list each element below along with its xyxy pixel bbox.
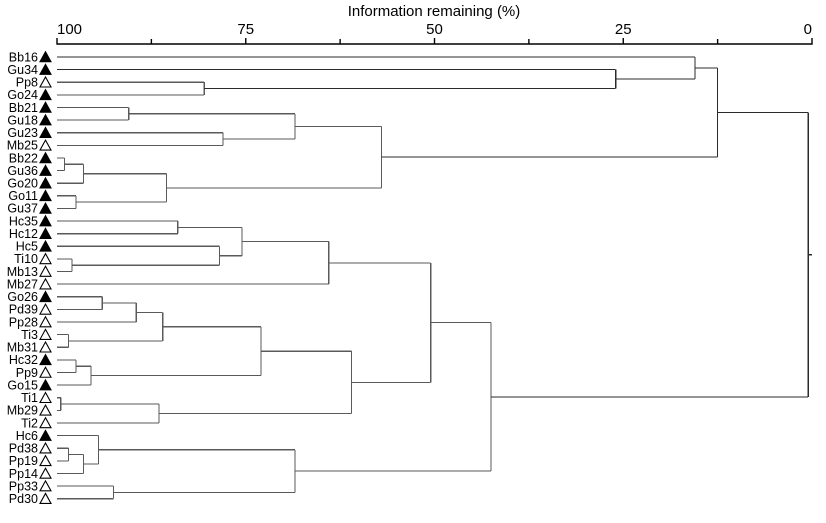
leaf-label: Ti10 <box>14 252 38 266</box>
filled-triangle-icon <box>39 151 52 164</box>
leaf-label: Gu37 <box>7 202 38 216</box>
axis-tick-label: 100 <box>57 21 82 38</box>
filled-triangle-icon <box>39 101 52 113</box>
filled-triangle-icon <box>39 126 52 139</box>
filled-triangle-icon <box>39 176 52 189</box>
open-triangle-icon <box>39 441 52 454</box>
leaf-label: Go20 <box>7 177 38 191</box>
dendrogram-links <box>57 56 812 500</box>
open-triangle-icon <box>39 340 52 353</box>
leaf-label: Pd38 <box>9 442 38 456</box>
filled-triangle-icon <box>39 88 52 101</box>
leaf-label: Mb13 <box>7 265 38 279</box>
open-triangle-icon <box>39 454 52 467</box>
filled-triangle-icon <box>39 378 52 391</box>
leaf-label: Gu36 <box>7 164 38 178</box>
open-triangle-icon <box>39 303 52 315</box>
leaf-label: Hc12 <box>9 227 38 241</box>
filled-triangle-icon <box>39 214 52 227</box>
leaf-label: Pp28 <box>9 315 38 329</box>
open-triangle-icon <box>39 479 52 492</box>
leaf-label: Mb25 <box>7 139 38 153</box>
axis-line-group <box>56 38 813 45</box>
axis-tick-label: 25 <box>615 21 632 38</box>
leaf-markers <box>39 50 52 505</box>
leaf-label: Pp19 <box>9 454 38 468</box>
leaf-label: Gu18 <box>7 113 38 127</box>
leaf-label: Ti3 <box>21 328 38 342</box>
leaf-label: Hc5 <box>16 240 38 254</box>
leaf-label: Gu34 <box>7 63 38 77</box>
leaf-label: Go15 <box>7 378 38 392</box>
leaf-label: Pp9 <box>16 366 38 380</box>
leaf-label: Gu23 <box>7 126 38 140</box>
open-triangle-icon <box>39 315 52 328</box>
leaf-label: Hc35 <box>9 214 38 228</box>
axis-tick-label: 75 <box>237 21 254 38</box>
filled-triangle-icon <box>39 353 52 366</box>
leaf-label: Mb27 <box>7 277 38 291</box>
filled-triangle-icon <box>39 50 52 63</box>
leaf-label: Go26 <box>7 290 38 304</box>
leaf-label: Mb29 <box>7 404 38 418</box>
axis-tick-label: 50 <box>426 21 443 38</box>
filled-triangle-icon <box>39 63 52 75</box>
open-triangle-icon <box>39 138 52 151</box>
filled-triangle-icon <box>39 227 52 239</box>
filled-triangle-icon <box>39 202 52 214</box>
leaf-label: Go24 <box>7 88 38 102</box>
leaf-label: Bb21 <box>9 101 38 115</box>
leaf-label: Ti1 <box>21 391 38 405</box>
leaf-label: Pp8 <box>16 76 38 90</box>
axis-tick-labels: 100 75 50 25 0 <box>57 21 812 38</box>
axis-tick-label: 0 <box>804 21 812 38</box>
filled-triangle-icon <box>39 164 52 176</box>
leaf-label: Go11 <box>8 189 38 203</box>
filled-triangle-icon <box>39 429 52 441</box>
filled-triangle-icon <box>39 290 52 303</box>
filled-triangle-icon <box>39 239 52 252</box>
leaf-label: Hc32 <box>9 353 38 367</box>
leaf-label: Bb16 <box>9 50 38 64</box>
open-triangle-icon <box>39 265 52 277</box>
leaf-labels: Bb16Gu34Pp8Go24Bb21Gu18Gu23Mb25Bb22Gu36G… <box>7 50 38 506</box>
open-triangle-icon <box>39 492 52 505</box>
open-triangle-icon <box>39 391 52 404</box>
leaf-label: Pd30 <box>9 492 38 506</box>
leaf-label: Hc6 <box>16 429 38 443</box>
leaf-label: Ti2 <box>21 416 38 430</box>
filled-triangle-icon <box>39 113 52 126</box>
leaf-label: Pd39 <box>9 303 38 317</box>
open-triangle-icon <box>39 277 52 290</box>
open-triangle-icon <box>39 366 52 378</box>
open-triangle-icon <box>39 467 52 479</box>
leaf-label: Bb22 <box>9 151 38 165</box>
open-triangle-icon <box>39 252 52 265</box>
leaf-label: Pp33 <box>9 479 38 493</box>
open-triangle-icon <box>39 416 52 429</box>
open-triangle-icon <box>39 75 52 88</box>
leaf-label: Pp14 <box>9 467 38 481</box>
filled-triangle-icon <box>39 189 52 202</box>
axis-title: Information remaining (%) <box>348 3 521 20</box>
open-triangle-icon <box>39 403 52 416</box>
leaf-label: Mb31 <box>7 341 38 355</box>
open-triangle-icon <box>39 328 52 340</box>
